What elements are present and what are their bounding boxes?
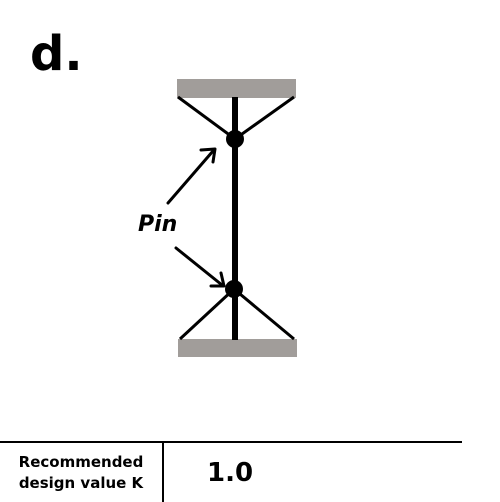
bottom-left-brace [178, 287, 236, 341]
top-left-brace [177, 95, 236, 141]
top-pin [226, 130, 244, 148]
top-pin-arrow [166, 147, 217, 205]
pin-label: Pin [138, 212, 177, 237]
bottom-right-brace [233, 287, 295, 341]
design-value-header: Recommended design value K [18, 453, 144, 492]
table-divider [162, 443, 164, 502]
bottom-support [178, 339, 297, 357]
bottom-pin [225, 280, 243, 298]
panel-letter: d. [30, 26, 83, 82]
bottom-pin-arrow [174, 246, 226, 288]
column-diagram: Pin [138, 79, 297, 357]
design-value-k: 1.0 [207, 457, 254, 488]
top-support [177, 79, 296, 98]
design-value-table: Recommended design value K 1.0 [0, 441, 462, 502]
top-right-brace [234, 95, 295, 141]
